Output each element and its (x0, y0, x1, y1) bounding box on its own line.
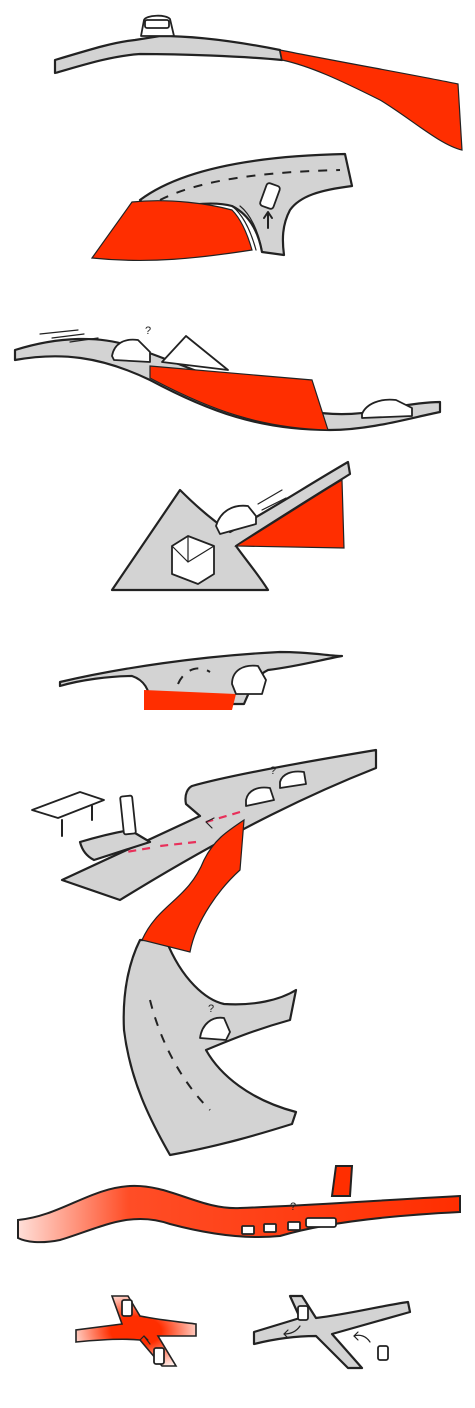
panel-crest-dropoff (55, 16, 462, 150)
side-branch (332, 1166, 352, 1196)
car-icon (141, 16, 174, 36)
question-mark: ? (208, 1003, 214, 1015)
panel-triangle-junction-truck (112, 462, 350, 590)
panel-hill-crest-blind: ? (15, 325, 440, 430)
car-icon (298, 1306, 308, 1320)
curved-road (124, 940, 296, 1155)
post-icon (120, 795, 136, 834)
turn-arrow-icon (354, 1332, 370, 1342)
crossroads-highlighted (76, 1296, 196, 1366)
question-mark: ? (290, 1201, 296, 1213)
car-icon (362, 400, 412, 418)
long-road (18, 1186, 460, 1242)
panel-crossroads-pair (76, 1296, 410, 1368)
car-icon (378, 1346, 388, 1360)
billboard-icon (32, 792, 104, 836)
truck-icon (172, 536, 214, 584)
car-icon (122, 1300, 132, 1316)
hazard-zone (150, 366, 328, 430)
crossroad-surface (76, 1296, 196, 1366)
crossroads-plain (254, 1296, 410, 1368)
question-mark: ? (145, 325, 151, 337)
car-icon (154, 1348, 164, 1364)
hazard-zone (280, 50, 462, 150)
panel-long-road-gradient: ? (18, 1166, 460, 1242)
car-icon (232, 666, 266, 694)
panel-curve-intersection (92, 154, 352, 260)
question-mark: ? (270, 765, 276, 777)
road-segment (55, 36, 282, 73)
panel-side-road-turn (60, 652, 342, 710)
hazard-zone (92, 201, 252, 261)
